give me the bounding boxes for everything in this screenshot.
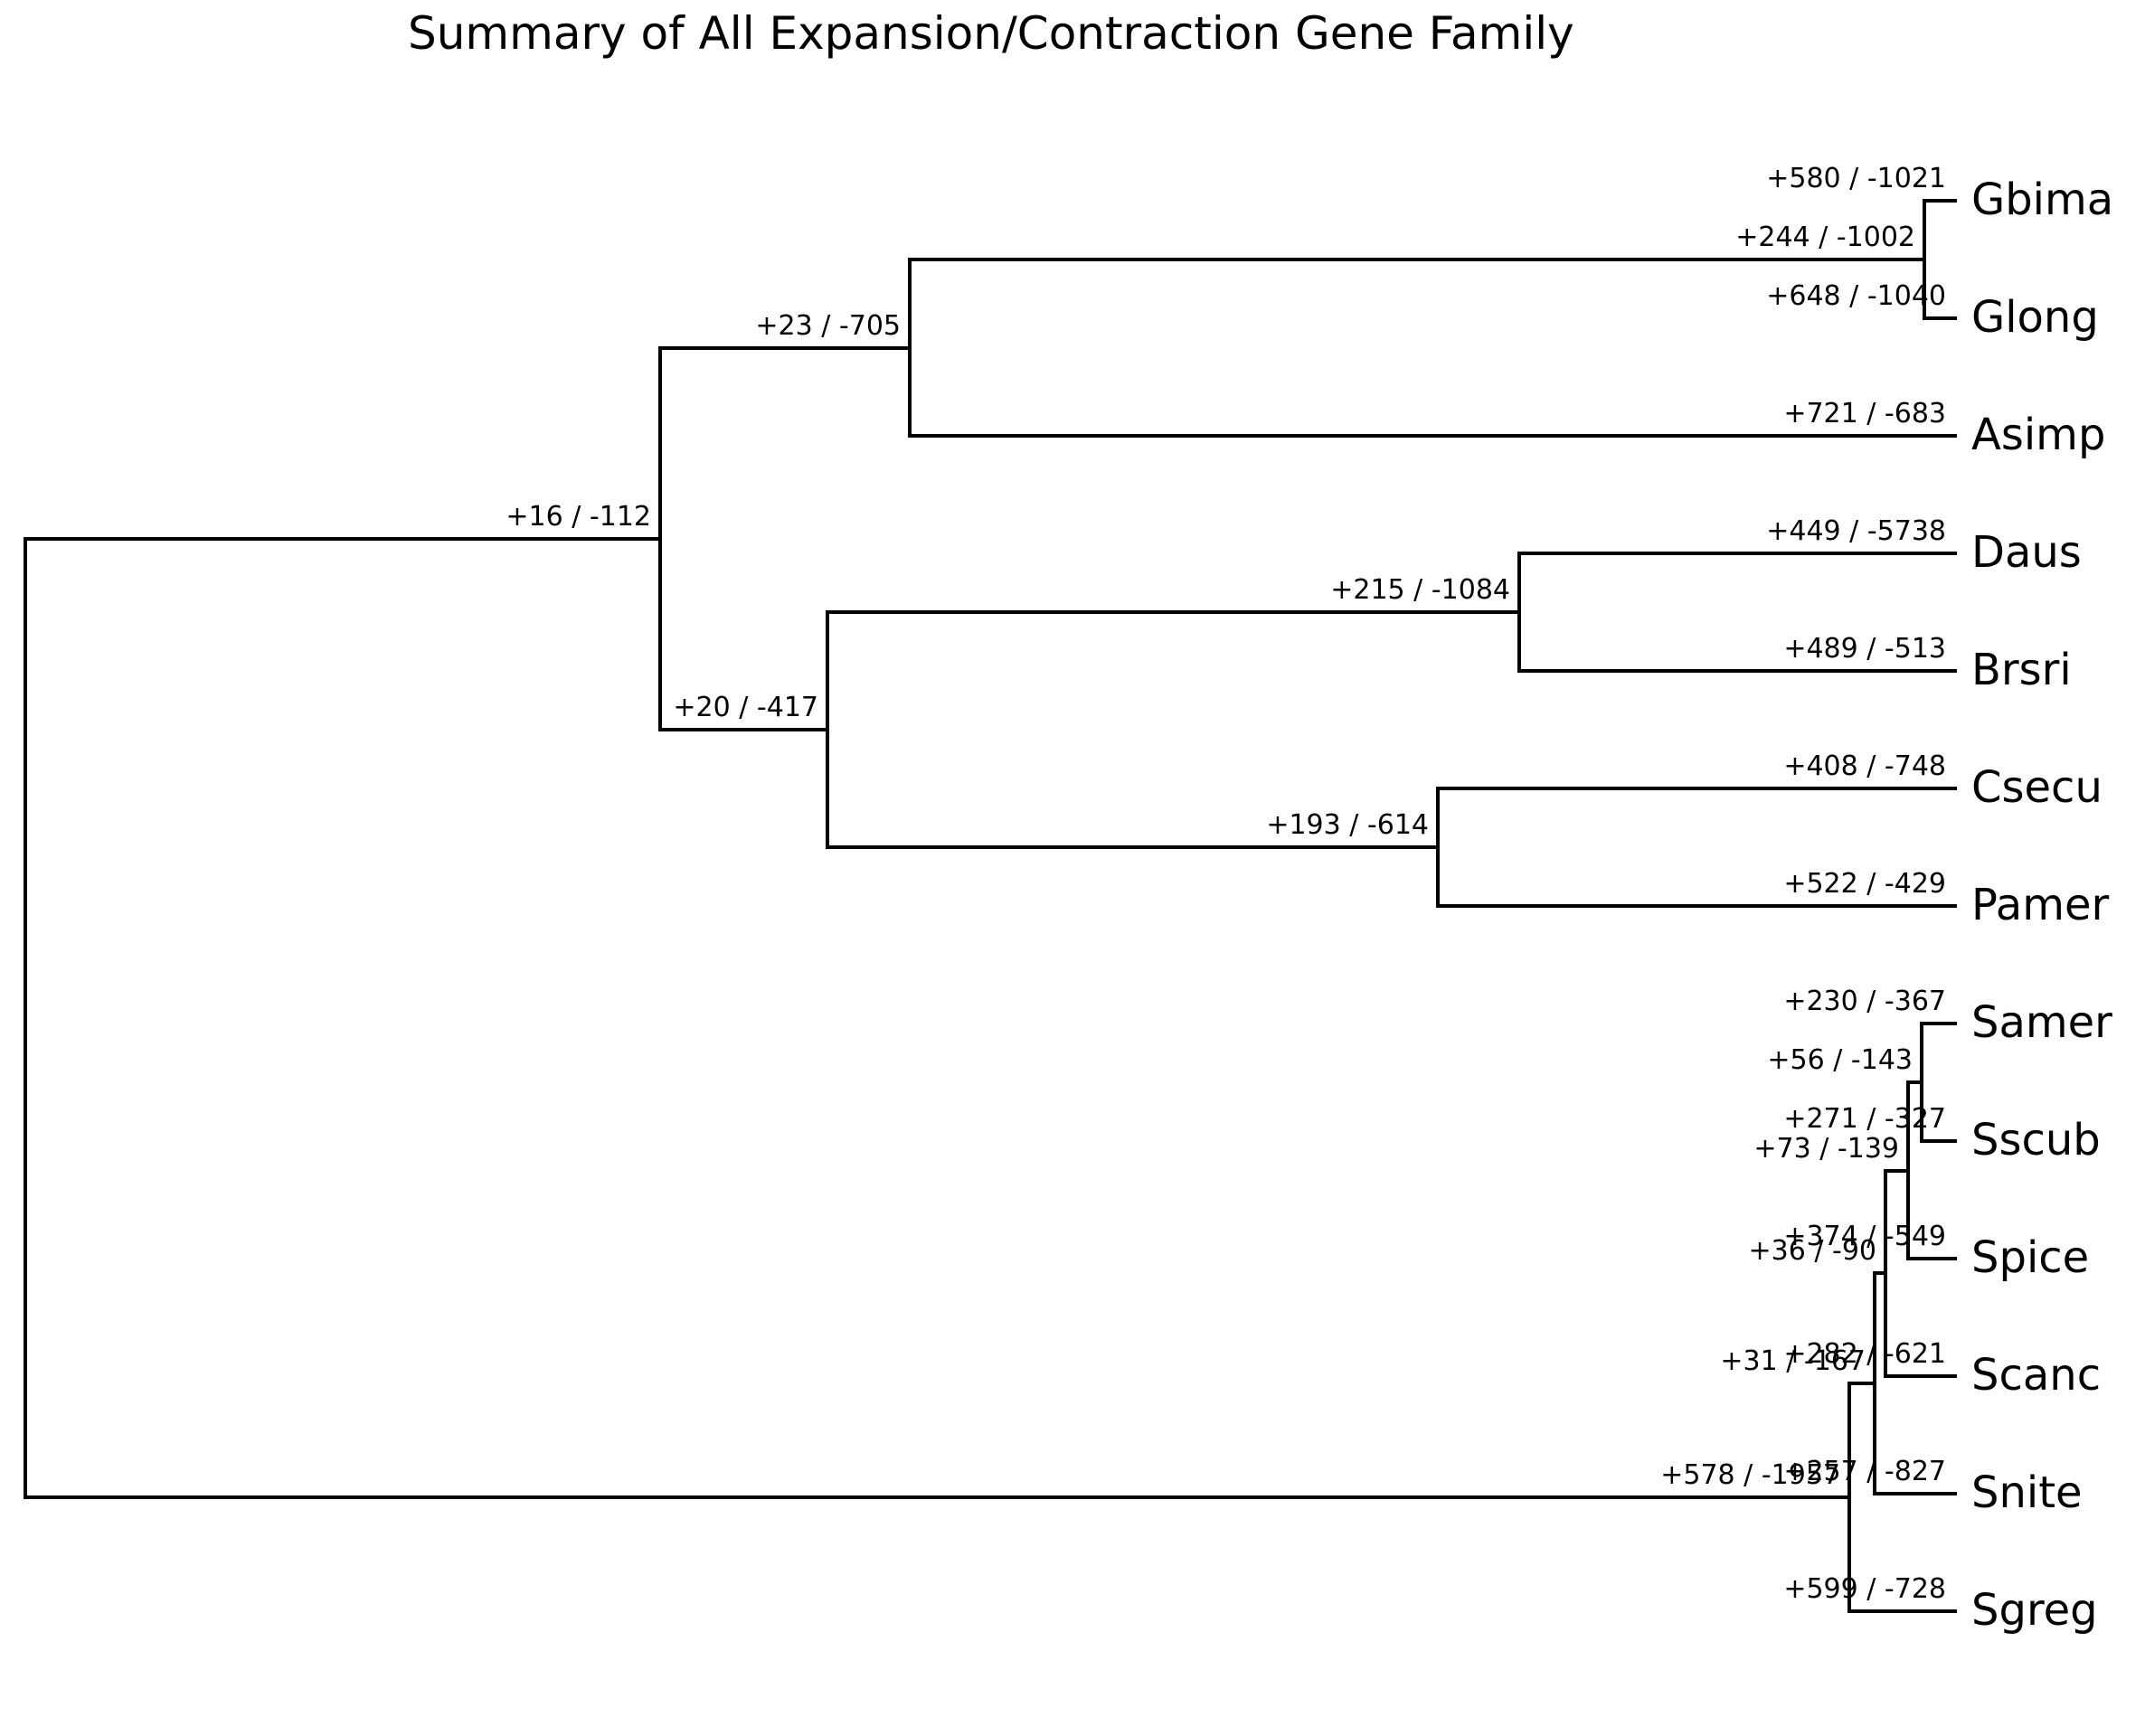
value-label-cladeA2: +20 / -417 bbox=[673, 692, 818, 723]
value-label-cladeB: +578 / -1957 bbox=[1660, 1459, 1840, 1491]
value-label-cladeB2: +36 / -90 bbox=[1748, 1235, 1877, 1267]
branch-line-cladeA1a bbox=[908, 258, 1926, 261]
branch-line-Snite bbox=[1873, 1492, 1957, 1495]
branch-line-cladeB4 bbox=[1906, 1080, 1923, 1084]
tip-label-Sgreg: Sgreg bbox=[1971, 1585, 2098, 1636]
tip-label-Brsri: Brsri bbox=[1971, 645, 2072, 695]
connector-line-cladeA1 bbox=[908, 258, 912, 438]
branch-line-Csecu bbox=[1436, 787, 1957, 790]
connector-line-cladeB4 bbox=[1920, 1022, 1923, 1143]
value-label-Pamer: +522 / -429 bbox=[1783, 868, 1946, 900]
value-label-cladeA1a: +244 / -1002 bbox=[1735, 222, 1915, 253]
value-label-Samer: +230 / -367 bbox=[1783, 986, 1946, 1017]
value-label-Snite: +257 / -827 bbox=[1783, 1456, 1946, 1487]
connector-line-cladeB3 bbox=[1906, 1080, 1910, 1260]
branch-line-Gbima bbox=[1923, 199, 1957, 203]
branch-line-Asimp bbox=[908, 434, 1957, 438]
value-label-Asimp: +721 / -683 bbox=[1783, 398, 1946, 429]
branch-line-cladeB3 bbox=[1884, 1168, 1910, 1173]
value-label-cladeB4: +56 / -143 bbox=[1767, 1044, 1913, 1076]
value-label-cladeA: +16 / -112 bbox=[506, 500, 651, 533]
value-label-Spice: +374 / -549 bbox=[1783, 1221, 1946, 1252]
tip-label-Gbima: Gbima bbox=[1971, 175, 2114, 225]
tip-label-Spice: Spice bbox=[1971, 1232, 2090, 1283]
connector-line-cladeB bbox=[1847, 1382, 1851, 1613]
value-label-Gbima: +580 / -1021 bbox=[1766, 163, 1946, 194]
tip-label-Csecu: Csecu bbox=[1971, 762, 2102, 813]
value-label-Sgreg: +599 / -728 bbox=[1783, 1573, 1946, 1605]
tip-label-Scanc: Scanc bbox=[1971, 1350, 2102, 1401]
branch-line-cladeA1 bbox=[658, 345, 912, 350]
connector-line-cladeA2 bbox=[826, 610, 829, 849]
value-label-cladeA2b: +193 / -614 bbox=[1266, 809, 1429, 841]
branch-line-Scanc bbox=[1884, 1374, 1957, 1378]
value-label-Glong: +648 / -1040 bbox=[1766, 280, 1946, 312]
figure-title: Summary of All Expansion/Contraction Gen… bbox=[408, 7, 1574, 60]
value-label-Csecu: +408 / -748 bbox=[1783, 750, 1946, 782]
connector-line-cladeB2 bbox=[1884, 1168, 1887, 1378]
branch-line-cladeA2a bbox=[826, 610, 1521, 614]
value-label-Brsri: +489 / -513 bbox=[1783, 633, 1946, 665]
tip-label-Daus: Daus bbox=[1971, 527, 2082, 578]
branch-line-cladeB1 bbox=[1847, 1382, 1876, 1385]
branch-line-Sgreg bbox=[1847, 1609, 1957, 1613]
tip-label-Sscub: Sscub bbox=[1971, 1115, 2101, 1165]
tip-label-Asimp: Asimp bbox=[1971, 410, 2106, 460]
value-label-cladeB1: +31 / -167 bbox=[1720, 1345, 1866, 1377]
branch-line-Samer bbox=[1920, 1022, 1957, 1025]
value-label-Daus: +449 / -5738 bbox=[1766, 515, 1946, 547]
tip-label-Pamer: Pamer bbox=[1971, 880, 2110, 930]
tip-label-Glong: Glong bbox=[1971, 292, 2099, 343]
branch-line-Daus bbox=[1517, 552, 1957, 555]
branch-line-Sscub bbox=[1920, 1139, 1957, 1143]
branch-line-cladeA bbox=[24, 536, 662, 541]
tip-label-Snite: Snite bbox=[1971, 1467, 2083, 1518]
connector-line-cladeA1a bbox=[1923, 199, 1926, 320]
connector-line-cladeA2a bbox=[1517, 552, 1521, 673]
branch-line-Glong bbox=[1923, 316, 1957, 320]
branch-line-Spice bbox=[1906, 1257, 1957, 1260]
branch-line-cladeB bbox=[24, 1495, 1851, 1499]
value-label-Scanc: +282 / -621 bbox=[1783, 1338, 1946, 1370]
branch-line-cladeA2 bbox=[658, 728, 829, 731]
value-label-cladeB3: +73 / -139 bbox=[1753, 1132, 1899, 1165]
branch-line-Pamer bbox=[1436, 904, 1957, 908]
connector-line-cladeA2b bbox=[1436, 787, 1440, 908]
value-label-Sscub: +271 / -327 bbox=[1783, 1103, 1946, 1135]
branch-line-cladeB2 bbox=[1873, 1271, 1887, 1275]
tip-label-Samer: Samer bbox=[1971, 997, 2112, 1048]
value-label-cladeA2a: +215 / -1084 bbox=[1330, 574, 1510, 606]
value-label-cladeA1: +23 / -705 bbox=[755, 309, 901, 342]
connector-line-root bbox=[24, 536, 27, 1499]
branch-line-Brsri bbox=[1517, 669, 1957, 673]
branch-line-cladeA2b bbox=[826, 845, 1440, 849]
connector-line-cladeA bbox=[658, 345, 662, 731]
connector-line-cladeB1 bbox=[1873, 1271, 1876, 1495]
